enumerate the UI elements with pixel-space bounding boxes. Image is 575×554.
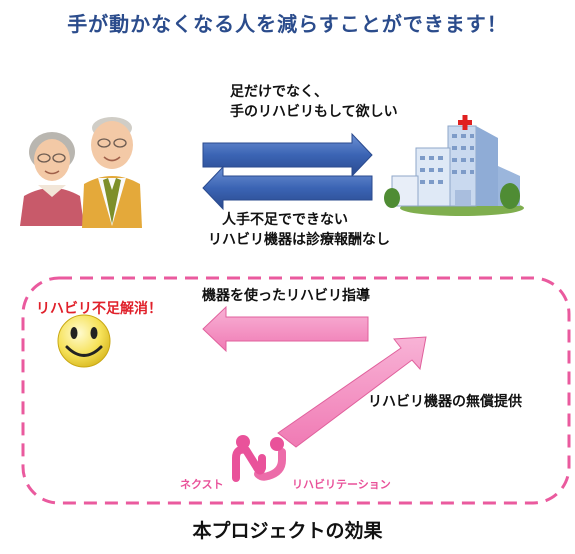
pink-arrow-diagonal — [277, 336, 427, 448]
logo-icon — [232, 435, 286, 482]
top-arrow-label: 足だけでなく、 手のリハビリもして欲しい — [230, 82, 398, 122]
dashed-frame — [21, 276, 571, 505]
smiley-label: リハビリ不足解消！ — [36, 301, 162, 317]
bottom-arrow-label: 人手不足でできない リハビリ機器は診療報酬なし — [208, 210, 390, 250]
blue-arrow-left — [202, 165, 373, 211]
pink-arrow-left — [202, 305, 369, 353]
bottom-arrow-label-line2: リハビリ機器は診療報酬なし — [208, 232, 390, 248]
bottom-arrow-label-line1: 人手不足でできない — [222, 212, 348, 228]
blue-arrow-right — [202, 132, 373, 178]
caption: 本プロジェクトの効果 — [192, 520, 383, 542]
top-arrow-label-line2: 手のリハビリもして欲しい — [230, 104, 398, 120]
pink-left-arrow-label: 機器を使ったリハビリ指導 — [202, 288, 370, 304]
smiley-face-icon — [57, 314, 111, 368]
top-arrow-label-line1: 足だけでなく、 — [230, 84, 328, 100]
logo-text-left: ネクスト — [180, 478, 224, 491]
headline: 手が動かなくなる人を減らすことができます！ — [67, 12, 508, 36]
elderly-couple-illustration — [20, 117, 142, 228]
hospital-illustration — [384, 115, 524, 216]
logo-text-right: リハビリテーション — [292, 478, 391, 491]
pink-diagonal-arrow-label: リハビリ機器の無償提供 — [368, 394, 522, 410]
